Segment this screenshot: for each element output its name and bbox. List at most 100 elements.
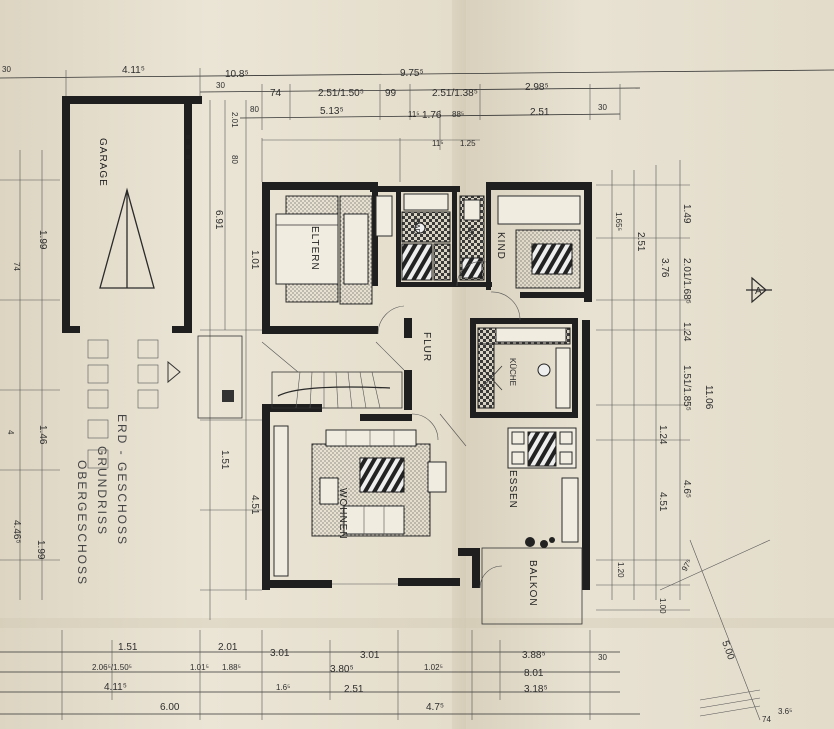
dim-right-2: 2.01/1.68⁵ (681, 258, 692, 304)
exterior-walls (262, 182, 592, 625)
dim-right-8: 1.65⁵ (614, 212, 623, 231)
dim-right-12: 1.20 (616, 562, 625, 578)
dim-left-8: 6.91 (213, 210, 224, 230)
room-label-balkon: BALKON (527, 560, 538, 607)
dim-right-10: 1.24 (657, 425, 668, 445)
dim-left-3: 4.46⁵ (11, 520, 22, 544)
room-label-bad: BAD (412, 218, 421, 235)
dim-bottom-16: 3.18⁵ (524, 684, 548, 695)
dim-top-8: 2.98⁵ (525, 82, 549, 93)
room-bad (401, 193, 451, 281)
dim-top-3: 9.75⁵ (400, 68, 424, 79)
driveway-pavers (87, 339, 159, 469)
dim-bottom-1: 1.51 (118, 642, 138, 653)
dim-right-6: 11.06 (703, 385, 714, 410)
dim-top-17: 1.25 (460, 139, 476, 148)
dim-top-1: 4.11⁵ (122, 65, 145, 76)
dim-right-9: 2.51 (635, 232, 646, 252)
dim-top-16: 11⁵ (432, 139, 444, 148)
room-label-garage: GARAGE (97, 138, 108, 187)
room-label-wc: WC (466, 226, 475, 240)
section-marker-label: A (755, 286, 762, 297)
dim-top-19: 30 (216, 81, 225, 90)
dim-right-3: 1.24 (681, 322, 692, 342)
corner-hatch (699, 689, 761, 717)
dim-left-9: 1.01 (249, 250, 260, 270)
room-essen (439, 413, 579, 548)
dim-left-4: 1.99 (35, 540, 46, 560)
dim-top-14: 2.51 (530, 107, 550, 118)
dim-bottom-18: 3.6⁵ (778, 707, 792, 716)
dim-left-10: 2.01 (230, 112, 239, 128)
dim-right-1: 1.49 (681, 204, 692, 224)
room-label-eltern: ELTERN (309, 226, 320, 271)
dim-top-2: 10.8⁵ (225, 69, 249, 80)
staircase (261, 341, 405, 409)
room-label-flur: FLUR (421, 332, 432, 362)
paper-fold-horizontal (0, 618, 834, 628)
room-label-kind: KIND (495, 232, 506, 260)
right-dimension-lines (596, 160, 771, 721)
dim-bottom-17: 74 (762, 715, 771, 724)
sheet-title-line-1: ERD - GESCHOSS (115, 414, 129, 546)
dim-top-13: 88⁵ (452, 110, 464, 119)
bottom-dimension-ticks (61, 630, 591, 720)
dim-left-1: 1.99 (37, 230, 48, 250)
left-dimension-lines (0, 100, 262, 620)
dim-right-13: 1.00 (658, 598, 667, 614)
sheet-title-line-2: GRUNDRISS (95, 446, 109, 536)
dim-left-11: 80 (230, 155, 239, 164)
dim-top-7: 2.51/1.38⁵ (432, 88, 478, 99)
dim-top-9: 30 (2, 65, 11, 74)
dim-left-7: 4.51 (249, 495, 260, 515)
dim-left-5: 74 (12, 262, 21, 271)
room-label-wohnen: WOHNEN (337, 488, 348, 540)
dim-left-6: 1.51 (219, 450, 230, 470)
dim-top-5: 2.51/1.50⁵ (318, 88, 364, 99)
garage (62, 96, 202, 333)
bottom-dimension-lines (0, 651, 640, 715)
dim-top-10: 5.13⁵ (320, 106, 344, 117)
dim-bottom-13: 4.7⁵ (426, 702, 444, 713)
sheet-title-line-3: OBERGESCHOSS (75, 460, 89, 586)
room-wc (456, 195, 487, 287)
dim-top-6: 99 (385, 88, 397, 99)
dim-left-2: 1.46 (37, 425, 48, 445)
dim-right-5: 4.6⁵ (681, 480, 692, 498)
dim-top-18: 80 (250, 105, 259, 114)
dim-bottom-7: 4.11⁵ (104, 682, 127, 693)
paper-fold-vertical (452, 0, 466, 729)
dim-bottom-19: 30 (598, 653, 607, 662)
dim-bottom-3: 3.01 (270, 648, 290, 659)
room-eltern (275, 195, 405, 335)
dim-bottom-4: 2.06⁵/1.50⁵ (92, 663, 132, 672)
dim-bottom-9: 3.80⁵ (330, 664, 354, 675)
entrance-area (197, 335, 243, 419)
dim-bottom-20: 1.6⁵ (276, 683, 290, 692)
dim-top-15: 30 (598, 103, 607, 112)
dim-bottom-12: 1.02⁵ (424, 663, 443, 672)
dim-bottom-8: 6.00 (160, 702, 180, 713)
arrow-icon (167, 360, 181, 384)
room-wohnen (273, 425, 447, 577)
door-swings (261, 138, 503, 589)
dim-top-12: 1.76 (422, 110, 442, 121)
dim-bottom-2: 2.01 (218, 642, 238, 653)
dim-bottom-6: 1.88⁵ (222, 663, 241, 672)
dim-bottom-14: 3.88⁵ (522, 650, 546, 661)
room-label-kueche: KÜCHE (508, 358, 517, 386)
room-kueche (477, 327, 571, 409)
dim-top-4: 74 (270, 88, 282, 99)
dim-bottom-10: 3.01 (360, 650, 380, 661)
room-kind (490, 195, 581, 321)
dim-bottom-11: 2.51 (344, 684, 364, 695)
dim-top-11: 11⁵ (408, 110, 420, 119)
room-label-essen: ESSEN (507, 470, 518, 509)
dim-right-4: 1.51/1.85⁵ (681, 365, 692, 411)
dim-right-15: 5.00 (719, 639, 736, 661)
dim-bottom-5: 1.01⁵ (190, 663, 209, 672)
dim-left-12: 4 (6, 430, 15, 435)
dim-bottom-15: 8.01 (524, 668, 544, 679)
top-dimension-lines (0, 68, 834, 150)
